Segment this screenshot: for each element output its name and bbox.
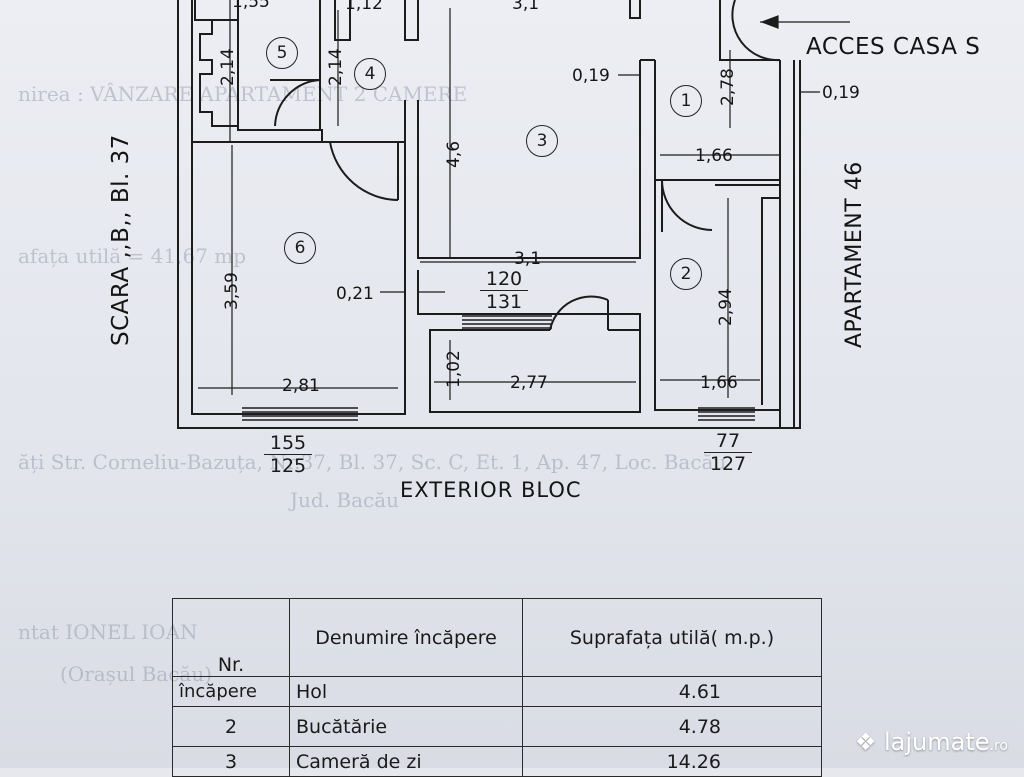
- window-fraction-3: 77 127: [704, 430, 752, 475]
- dim-room1-width: 1,66: [695, 146, 733, 166]
- room-number-6: 6: [284, 232, 316, 264]
- ghost-line-4: Jud. Bacău: [290, 488, 400, 512]
- row-3-name-text: Cameră de zi: [296, 750, 422, 773]
- rooms-table: Nr. Denumire încăpere Suprafața utilă( m…: [172, 598, 822, 777]
- exterior-label: EXTERIOR BLOC: [400, 478, 582, 502]
- row-1-name-text: Hol: [296, 680, 328, 703]
- watermark-tld: .ro: [989, 738, 1008, 754]
- window-fraction-2: 120 131: [480, 268, 528, 313]
- watermark-logo-icon: ❖: [854, 728, 877, 756]
- dim-balcony-height: 1,02: [444, 350, 464, 388]
- dim-room2-height: 2,94: [716, 288, 736, 326]
- dim-room5-height: 2,14: [218, 48, 238, 86]
- window-2-top: 120: [480, 268, 528, 291]
- row-3-area-text: 14.26: [666, 750, 721, 773]
- dim-wall-019-b: 0,19: [822, 83, 860, 103]
- table-header-row: Nr. Denumire încăpere Suprafața utilă( m…: [172, 598, 822, 677]
- right-side-label: APARTAMENT 46: [842, 161, 867, 348]
- room-number-4: 4: [354, 58, 386, 90]
- window-3-bottom: 127: [709, 453, 747, 475]
- header-nr-text: Nr.: [217, 654, 245, 676]
- row-2-area: 4.78: [522, 706, 822, 747]
- header-area-text: Suprafața utilă( m.p.): [569, 626, 775, 649]
- window-3-top: 77: [704, 430, 752, 453]
- row-2-name-text: Bucătărie: [296, 715, 388, 738]
- room-number-5: 5: [266, 37, 298, 69]
- table-row: 3 Cameră de zi 14.26: [172, 746, 822, 777]
- dim-room3-height: 4,6: [444, 140, 464, 168]
- row-1-nr: încăpere: [172, 676, 290, 707]
- ghost-line-3: ăți Str. Corneliu-Bazuța, Nr.37, Bl. 37,…: [18, 450, 727, 474]
- dim-room4-height: 2,14: [326, 48, 346, 86]
- ghost-line-5: ntat IONEL IOAN: [18, 620, 198, 644]
- dim-wall-021: 0,21: [336, 284, 374, 304]
- floor-plan: [177, 0, 850, 429]
- access-label: ACCES CASA S: [806, 34, 981, 60]
- row-3-nr: 3: [172, 746, 290, 777]
- table-row: 2 Bucătărie 4.78: [172, 706, 822, 747]
- dim-room1-height: 2,78: [718, 68, 738, 106]
- row-2-nr: 2: [172, 706, 290, 747]
- room-number-1: 1: [670, 85, 702, 117]
- row-3-name: Cameră de zi: [289, 746, 523, 777]
- row-3-area: 14.26: [522, 746, 822, 777]
- row-1-name: Hol: [289, 676, 523, 707]
- ghost-line-1: nirea : VÂNZARE APARTAMENT 2 CAMERE: [18, 82, 468, 106]
- header-area: Suprafața utilă( m.p.): [522, 598, 822, 677]
- header-name: Denumire încăpere: [289, 598, 523, 677]
- window-fraction-1: 155 125: [264, 432, 312, 477]
- brand-watermark: ❖ lajumate.ro: [855, 728, 1008, 756]
- room-number-2: 2: [670, 258, 702, 290]
- ghost-line-2: afața utilă = 41,67 mp: [18, 244, 247, 268]
- dim-top-112: 1,12: [345, 0, 383, 14]
- dim-top-155: 1,55: [232, 0, 270, 12]
- row-3-nr-text: 3: [224, 750, 238, 773]
- dim-room3-width: 3,1: [514, 249, 542, 269]
- window-2-bottom: 131: [485, 291, 523, 313]
- window-1-top: 155: [264, 432, 312, 455]
- dim-top-31: 3,1: [512, 0, 540, 14]
- row-2-nr-text: 2: [224, 715, 238, 738]
- header-name-text: Denumire încăpere: [315, 626, 497, 649]
- header-nr-text-2: încăpere: [179, 681, 257, 702]
- row-1-area-text: 4.61: [678, 680, 721, 703]
- left-side-label: SCARA ,,B,, Bl. 37: [108, 134, 134, 346]
- window-1-bottom: 125: [269, 455, 307, 477]
- dim-balcony-width: 2,77: [510, 373, 548, 393]
- row-2-name: Bucătărie: [289, 706, 523, 747]
- table-row: încăpere Hol 4.61: [172, 676, 822, 707]
- dim-wall-019-a: 0,19: [572, 66, 610, 86]
- dim-room2-width: 1,66: [700, 373, 738, 393]
- dim-room6-width: 2,81: [282, 376, 320, 396]
- row-2-area-text: 4.78: [678, 715, 721, 738]
- row-1-area: 4.61: [522, 676, 822, 707]
- room-number-3: 3: [526, 125, 558, 157]
- header-nr: Nr.: [172, 598, 290, 677]
- dim-room6-height: 3,59: [222, 272, 242, 310]
- watermark-brand: lajumate: [884, 728, 990, 756]
